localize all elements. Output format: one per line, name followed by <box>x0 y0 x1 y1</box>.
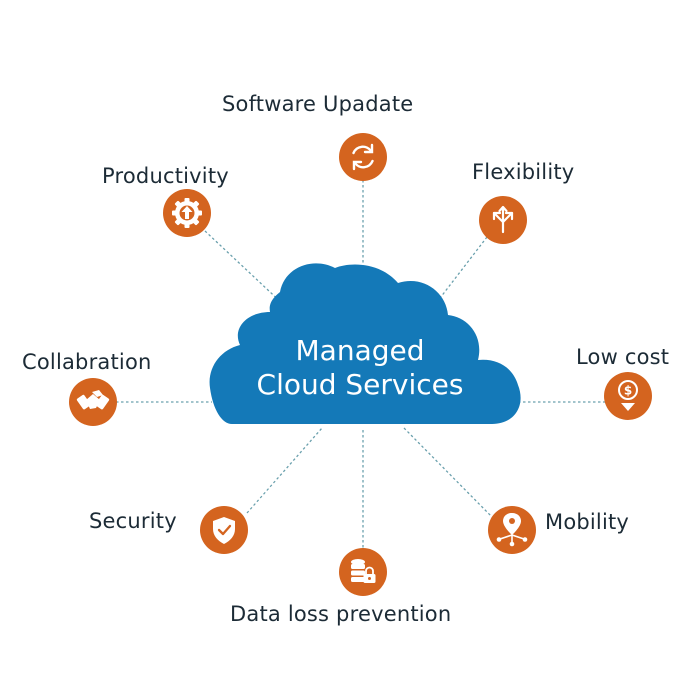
cloud-center-title: Managed Cloud Services <box>210 334 510 402</box>
node-security <box>200 506 248 554</box>
label-flexibility: Flexibility <box>472 160 575 184</box>
connector-mobility <box>403 427 495 520</box>
cloud-shape <box>209 263 521 424</box>
shield-check-icon <box>213 517 235 544</box>
label-collabration: Collabration <box>22 350 152 374</box>
node-collabration <box>69 378 117 426</box>
dollar-down-icon: $ <box>618 380 638 411</box>
center-title-line-1: Managed <box>295 334 425 367</box>
label-data-loss-prevention: Data loss prevention <box>230 602 452 626</box>
label-software-update: Software Upadate <box>222 92 414 116</box>
connector-lines <box>116 180 606 548</box>
database-lock-icon <box>351 559 376 583</box>
label-productivity: Productivity <box>102 164 229 188</box>
handshake-icon <box>76 390 110 410</box>
split-arrows-icon <box>492 205 514 234</box>
svg-text:$: $ <box>624 384 632 398</box>
node-mobility <box>488 506 536 554</box>
label-low-cost: Low cost <box>576 345 670 369</box>
label-security: Security <box>89 509 177 533</box>
node-productivity <box>163 189 211 237</box>
node-flexibility <box>479 196 527 244</box>
connector-productivity <box>204 230 286 307</box>
node-low-cost: $ <box>604 372 652 420</box>
node-software-update <box>339 133 387 181</box>
location-network-icon <box>496 513 528 547</box>
connector-flexibility <box>436 236 488 303</box>
gear-arrow-up-icon <box>172 198 202 228</box>
label-mobility: Mobility <box>545 510 630 534</box>
node-data-loss-prevention <box>339 548 387 596</box>
connector-security <box>246 427 323 514</box>
center-title-line-2: Cloud Services <box>256 368 464 401</box>
refresh-icon <box>352 143 374 171</box>
